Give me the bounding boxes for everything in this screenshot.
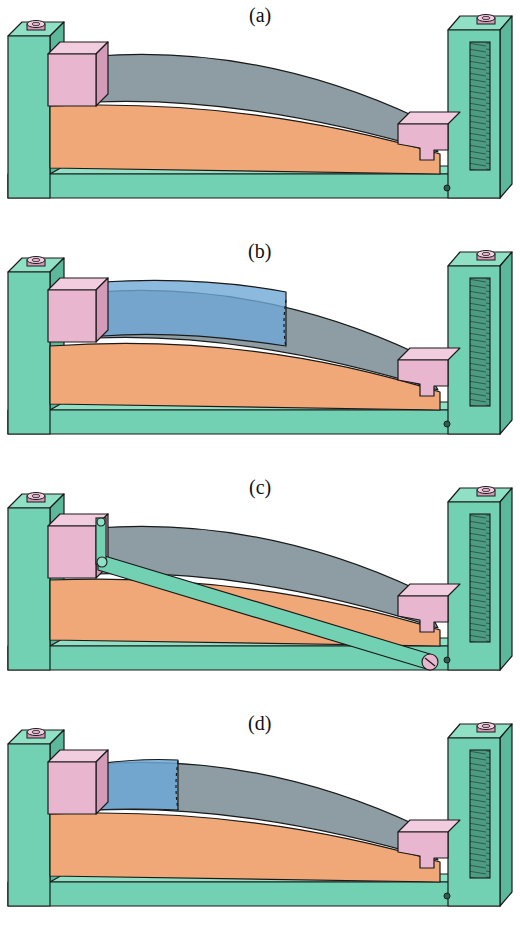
- knob-top: [477, 15, 495, 22]
- left-column-front: [8, 36, 50, 198]
- threaded-slot: [470, 42, 490, 170]
- left-column-front: [8, 272, 50, 434]
- base-front: [8, 882, 500, 906]
- pin: [444, 893, 450, 899]
- fixture-panel: [8, 487, 512, 671]
- pin: [444, 185, 450, 191]
- base-front: [8, 174, 500, 198]
- fixture-panel: [8, 15, 512, 199]
- panel-label: (a): [246, 4, 274, 26]
- left-clamp-front: [48, 290, 96, 342]
- loading-arm: [98, 554, 430, 670]
- panel-label: (d): [245, 712, 274, 734]
- right-clamp-top: [398, 348, 460, 360]
- left-clamp-side: [96, 42, 108, 106]
- right-clamp-top: [398, 584, 460, 596]
- knob-top: [477, 251, 495, 258]
- panel-label: (b): [245, 240, 274, 262]
- knob-hole: [32, 258, 40, 261]
- left-clamp-front: [48, 54, 96, 106]
- left-clamp-top: [48, 514, 108, 526]
- right-clamp-front: [398, 124, 448, 160]
- right-clamp-top: [398, 820, 460, 832]
- knob-hole: [32, 22, 40, 25]
- right-column-side: [500, 16, 512, 198]
- knob-hole: [32, 730, 40, 733]
- knob-hole: [32, 494, 40, 497]
- left-clamp-side: [96, 750, 108, 814]
- knob-top: [27, 257, 45, 264]
- right-clamp-front: [398, 832, 448, 868]
- hinge-pin: [97, 518, 105, 526]
- crack-front: [284, 300, 286, 348]
- left-clamp-front: [48, 762, 96, 814]
- panel-label: (c): [246, 476, 274, 498]
- left-column-front: [8, 744, 50, 906]
- knob-hole: [482, 252, 490, 255]
- knob-top: [27, 729, 45, 736]
- lifted-sheet: [102, 280, 286, 346]
- right-clamp-front: [398, 596, 448, 632]
- knob-top: [477, 723, 495, 730]
- knob-hole: [482, 724, 490, 727]
- specimen-plate: [96, 54, 438, 152]
- knob-top: [27, 493, 45, 500]
- knob-hole: [482, 16, 490, 19]
- crack-front: [176, 761, 178, 810]
- left-column-front: [8, 508, 50, 670]
- knob-top: [27, 21, 45, 28]
- arm-screw: [422, 654, 438, 670]
- knob-hole: [482, 488, 490, 491]
- base-front: [8, 410, 500, 434]
- right-column-side: [500, 488, 512, 670]
- right-column-side: [500, 252, 512, 434]
- right-column-side: [500, 724, 512, 906]
- left-clamp-side: [96, 278, 108, 342]
- pin: [444, 657, 450, 663]
- base-front: [8, 646, 500, 670]
- knob-top: [477, 487, 495, 494]
- hinge-pin: [97, 557, 107, 567]
- screw-slot: [425, 658, 435, 666]
- threaded-slot: [470, 514, 490, 642]
- threaded-slot: [470, 750, 490, 878]
- pin: [444, 421, 450, 427]
- fixture-panel: [8, 251, 512, 435]
- threaded-slot: [470, 278, 490, 406]
- right-clamp-front: [398, 360, 448, 396]
- fixture-panel: [8, 723, 512, 907]
- right-clamp-top: [398, 112, 460, 124]
- left-clamp-front: [48, 526, 96, 578]
